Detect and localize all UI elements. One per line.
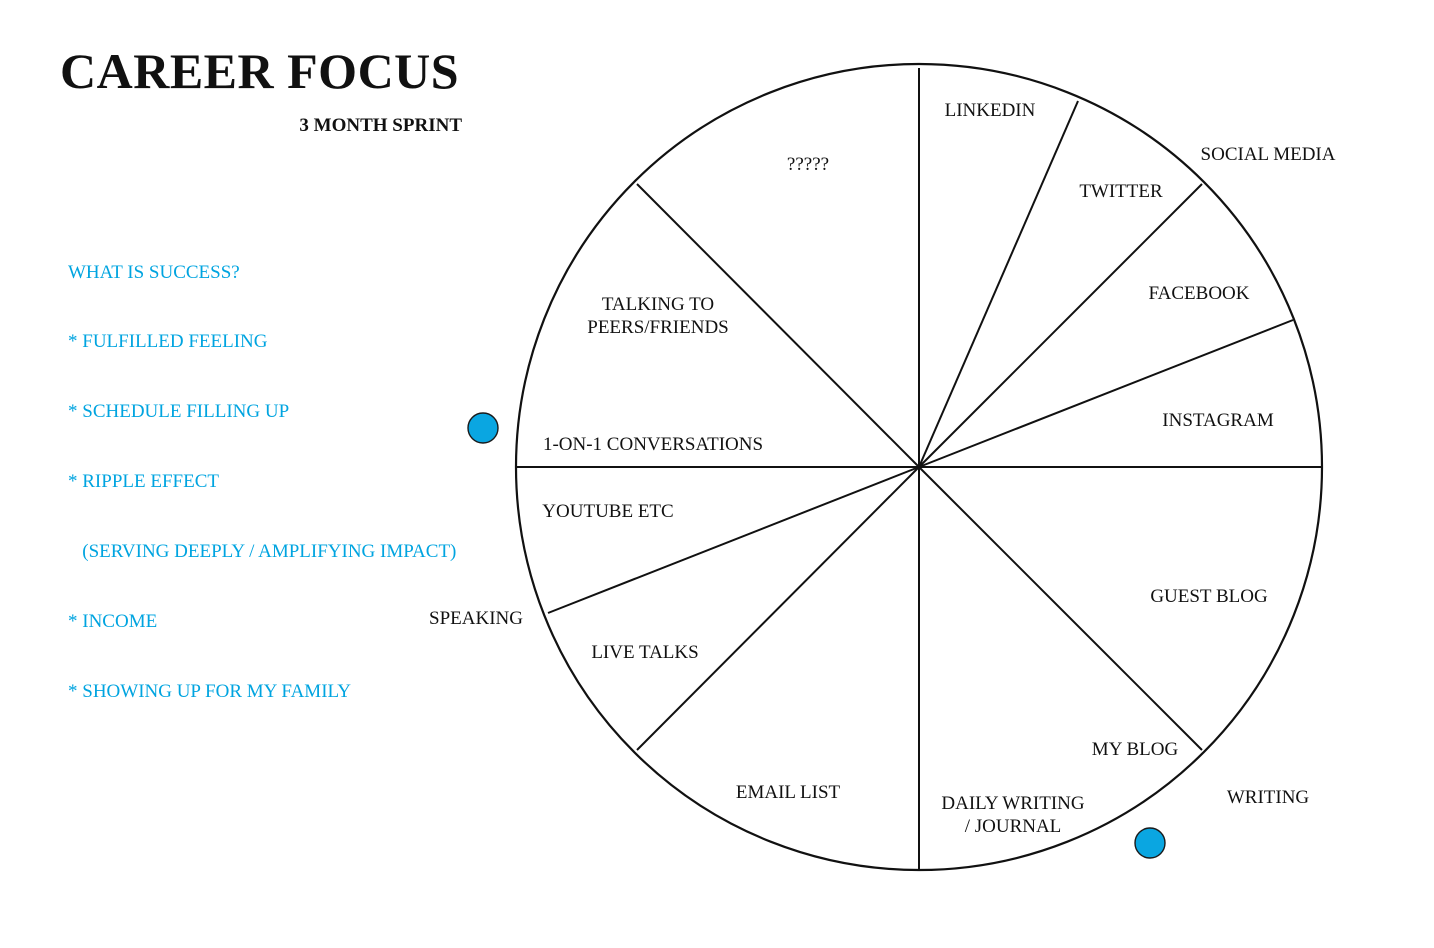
wheel-structure [514, 62, 1324, 872]
success-line: * INCOME [68, 611, 158, 633]
wheel-segment-label: ????? [787, 154, 829, 175]
wheel-labels: ????? LINKEDIN TWITTER FACEBOOK INSTAGRAM GUE… [429, 100, 1336, 837]
wheel-group-label: SPEAKING [429, 608, 523, 629]
wheel-segment-label: LIVE TALKS [591, 642, 698, 663]
wheel-segment-label: INSTAGRAM [1162, 410, 1274, 431]
wheel-segment-label: GUEST BLOG [1150, 586, 1268, 607]
wheel-divider-line [918, 100, 1079, 468]
wheel-segment-label: TWITTER [1079, 181, 1163, 202]
success-line: * RIPPLE EFFECT [68, 471, 219, 493]
wheel-segment-label: FACEBOOK [1149, 283, 1250, 304]
wheel-divider-line [636, 466, 920, 751]
marker-dot [1134, 827, 1166, 859]
success-line: WHAT IS SUCCESS? [68, 261, 240, 283]
wheel-divider-line [918, 319, 1294, 468]
success-line: * SHOWING UP FOR MY FAMILY [68, 680, 351, 702]
wheel-segment-label: EMAIL LIST [736, 782, 841, 803]
wheel-divider-line [918, 466, 1203, 751]
page-title: CAREER FOCUS [60, 43, 460, 99]
success-line: (SERVING DEEPLY / AMPLIFYING IMPACT) [68, 541, 457, 563]
wheel-group-label: SOCIAL MEDIA [1201, 144, 1336, 165]
wheel-segment-label: DAILY WRITING/ JOURNAL [941, 793, 1084, 837]
wheel-divider-line [636, 183, 920, 468]
wheel-segment-label: MY BLOG [1092, 739, 1179, 760]
marker-dot [467, 412, 499, 444]
wheel-divider-line [547, 466, 920, 614]
wheel-markers [467, 412, 1166, 859]
wheel-divider-line [918, 183, 1203, 468]
success-line: * SCHEDULE FILLING UP [68, 401, 290, 423]
wheel-segment-label: LINKEDIN [945, 100, 1036, 121]
page-subtitle: 3 MONTH SPRINT [299, 115, 462, 136]
wheel-segment-label: YOUTUBE ETC [542, 501, 673, 522]
success-criteria-list: WHAT IS SUCCESS? * FULFILLED FEELING * S… [68, 214, 456, 727]
wheel-group-label: WRITING [1227, 787, 1310, 808]
success-line: * FULFILLED FEELING [68, 331, 268, 353]
wheel-segment-label: 1-ON-1 CONVERSATIONS [543, 434, 763, 455]
